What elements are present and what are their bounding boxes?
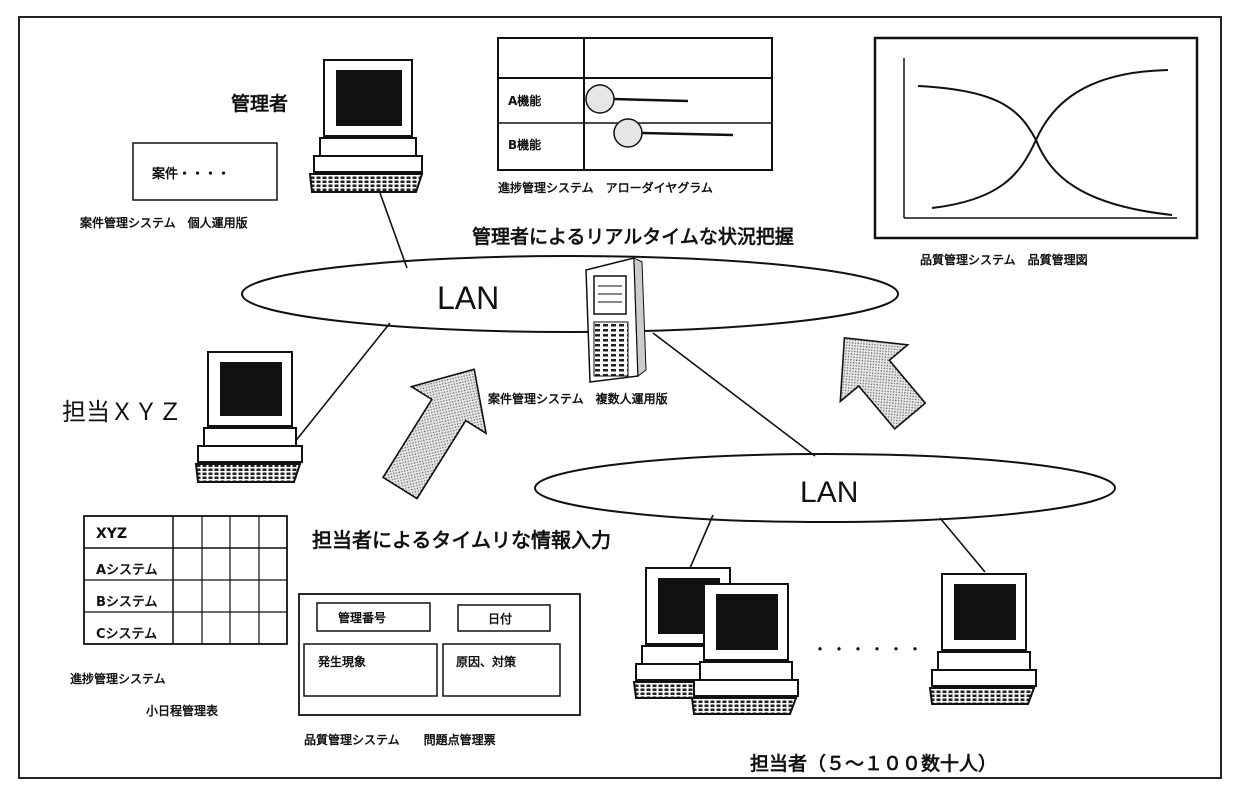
network-lines — [289, 192, 986, 573]
schedule-caption-1: 進捗管理システム — [70, 671, 166, 686]
problem-sheet — [298, 593, 581, 716]
xyz-person-label: 担当ＸＹＺ — [62, 398, 182, 426]
upward-arrow-icon-right — [839, 336, 927, 430]
schedule-row-c: Cシステム — [96, 627, 157, 642]
lan-label-top: LAN — [437, 280, 499, 316]
staff-label: 担当者（５～１００数十人） — [750, 752, 997, 775]
manager-computer-icon — [308, 59, 424, 193]
schedule-row-b: Bシステム — [96, 595, 158, 610]
problem-sheet-event: 発生現象 — [317, 654, 366, 669]
quality-chart-caption: 品質管理システム 品質管理図 — [920, 252, 1088, 267]
lan-label-bottom: LAN — [800, 476, 858, 509]
problem-sheet-caption: 品質管理システム 問題点管理票 — [304, 732, 496, 747]
arrow-diagram-row-a: A機能 — [508, 93, 541, 108]
case-box — [132, 142, 278, 201]
schedule-table — [83, 515, 288, 645]
arrow-diagram-panel — [497, 37, 773, 171]
upward-arrow-icon-left — [381, 368, 488, 500]
lan-ellipse-bottom — [534, 453, 1116, 523]
arrow-diagram-caption: 進捗管理システム アローダイヤグラム — [498, 180, 713, 195]
case-personal-caption: 案件管理システム 個人運用版 — [79, 215, 248, 230]
timely-input-label: 担当者によるタイムリな情報入力 — [312, 528, 611, 552]
server-caption: 案件管理システム 複数人運用版 — [487, 391, 668, 406]
problem-sheet-number: 管理番号 — [338, 610, 386, 625]
xyz-computer-icon — [194, 351, 303, 483]
staff-computer-icon-2 — [690, 583, 799, 715]
lan-ellipse-top — [241, 255, 899, 333]
diagram-frame — [18, 16, 1222, 779]
schedule-row-xyz: XYZ — [96, 526, 127, 542]
problem-sheet-cause: 原因、対策 — [456, 654, 517, 669]
schedule-caption-2: 小日程管理表 — [146, 703, 219, 718]
quality-chart-panel — [873, 36, 1199, 240]
problem-sheet-date: 日付 — [488, 611, 512, 626]
manager-label: 管理者 — [231, 92, 288, 115]
staff-ellipsis: ・・・・・・ — [812, 640, 926, 659]
staff-computer-icon-3 — [928, 573, 1037, 705]
realtime-label: 管理者によるリアルタイムな状況把握 — [472, 225, 794, 248]
server-icon — [585, 257, 647, 383]
arrow-diagram-row-b: B機能 — [508, 137, 541, 152]
schedule-row-a: Aシステム — [96, 563, 158, 578]
case-box-text: 案件・・・・ — [151, 166, 230, 182]
